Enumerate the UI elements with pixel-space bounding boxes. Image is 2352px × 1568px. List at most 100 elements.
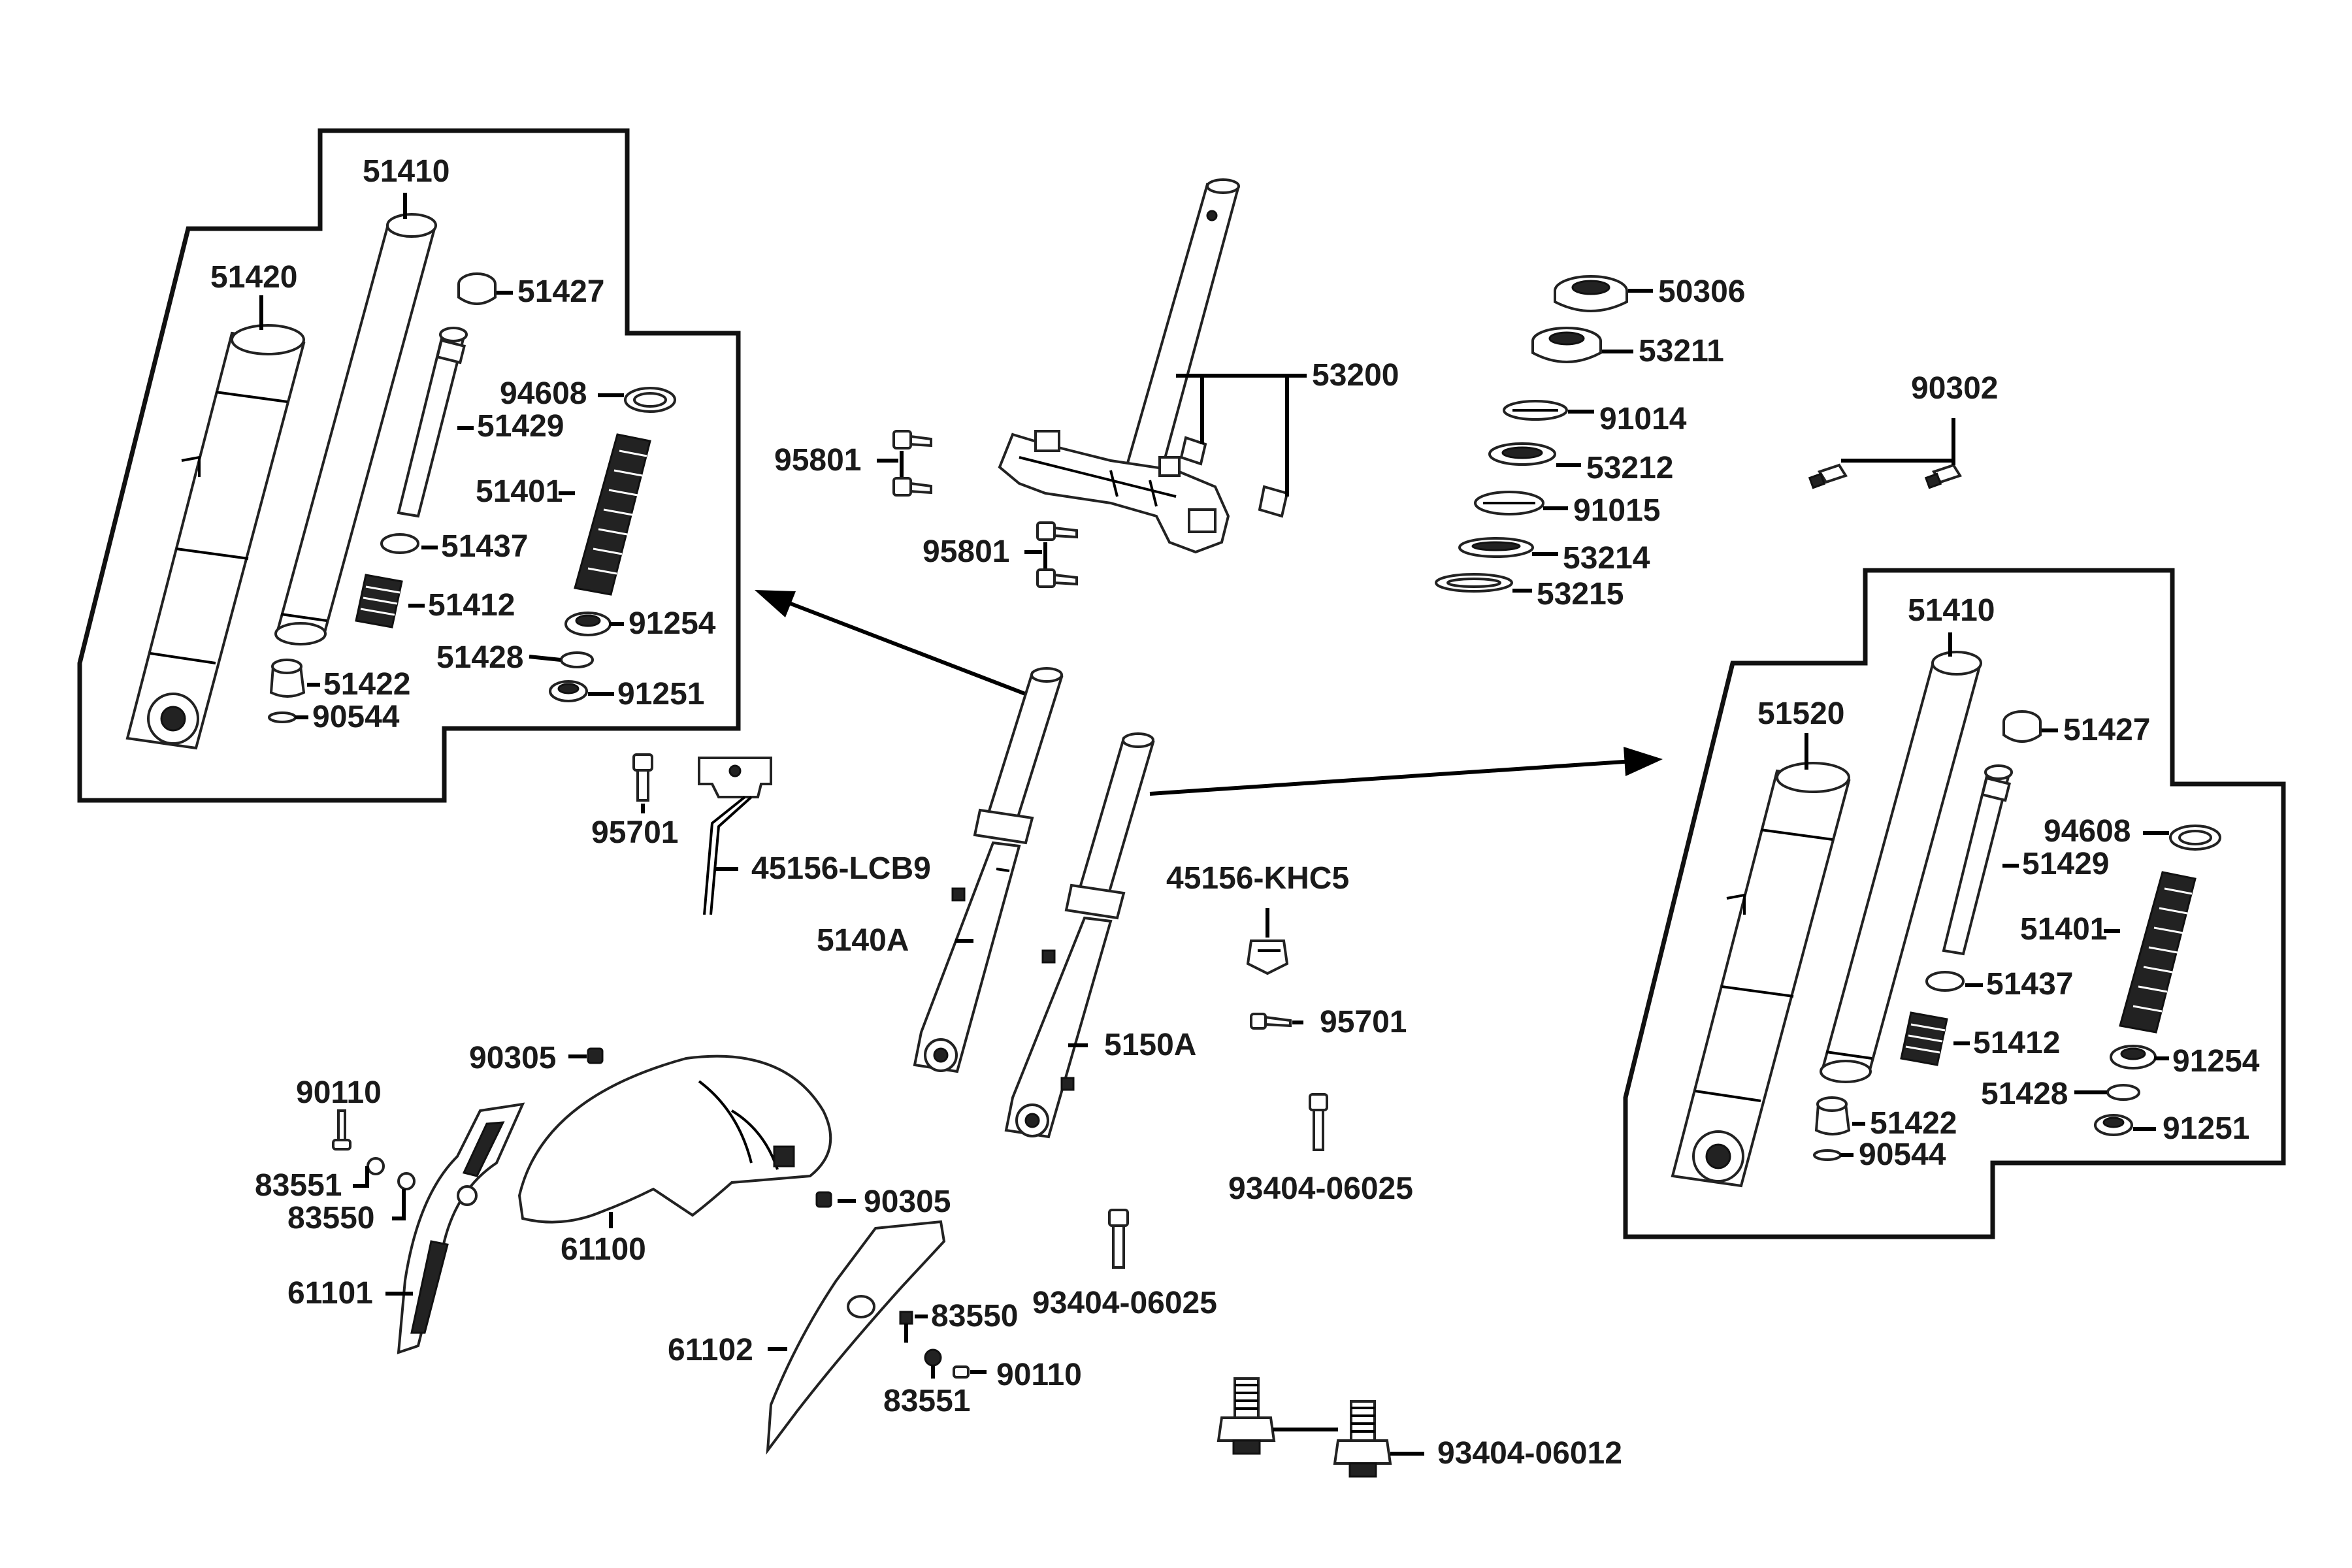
- part-91015-ball-race: [1474, 491, 1544, 515]
- label-93404-06025-upper: 93404-06025: [1228, 1171, 1413, 1206]
- part-95701-bolt-lower: [1250, 1013, 1303, 1030]
- part-53212-cone-race: [1488, 442, 1556, 466]
- label-5140a: 5140A: [817, 923, 909, 958]
- label-51401-right: 51401: [2020, 912, 2107, 947]
- label-91251-right: 91251: [2163, 1111, 2249, 1146]
- part-51437-washer: [380, 533, 419, 554]
- part-90110-screw-left: [332, 1109, 351, 1151]
- part-83550-nut-right: [899, 1311, 928, 1343]
- label-90544-right: 90544: [1859, 1137, 1946, 1172]
- callout-arrows: [755, 590, 1663, 796]
- left-box-outline: [77, 128, 741, 803]
- part-93404-06025-bolt-upper: [1309, 1093, 1328, 1151]
- label-45156-lcb9: 45156-LCB9: [751, 851, 931, 886]
- label-51437-right: 51437: [1986, 967, 2073, 1002]
- label-95701-upper: 95701: [591, 815, 678, 850]
- part-51437-washer-right: [1925, 971, 1965, 992]
- part-61101-side-cover-left: [385, 1102, 525, 1354]
- part-51412-spring: [355, 574, 403, 629]
- label-51412-left: 51412: [428, 588, 515, 623]
- label-53200: 53200: [1312, 358, 1399, 393]
- part-51422-lock-piece: [269, 659, 306, 698]
- label-51412-right: 51412: [1973, 1026, 2060, 1060]
- part-45156-khc5-clip: [1246, 908, 1289, 975]
- label-51427-left: 51427: [517, 274, 604, 309]
- label-83550-right: 83550: [931, 1299, 1018, 1333]
- part-53214-race: [1458, 537, 1534, 558]
- label-51410-left: 51410: [363, 154, 449, 189]
- label-51429-right: 51429: [2022, 847, 2109, 881]
- part-93404-06012-bolts: [1217, 1377, 1424, 1478]
- part-51520-fork-slider: [1671, 762, 1851, 1188]
- part-90544-ring-right: [1813, 1149, 1842, 1161]
- label-53211: 53211: [1639, 334, 1724, 368]
- part-61100-front-fender: [517, 1054, 832, 1228]
- bolt-06012-right: [1333, 1400, 1392, 1478]
- part-53211-adjust-nut: [1531, 327, 1602, 363]
- right-fork-detail-box: 51410 51520 51427 94608 51429 51401 5143…: [1623, 568, 2286, 1239]
- part-51420-fork-slider: [125, 324, 306, 750]
- label-5150a: 5150A: [1104, 1028, 1196, 1062]
- part-51427-cap: [457, 272, 497, 305]
- part-91014-ball-race: [1503, 400, 1568, 421]
- label-51427-right: 51427: [2063, 713, 2150, 747]
- left-box-leaders: [259, 193, 624, 719]
- label-90302: 90302: [1911, 371, 1998, 406]
- label-91014: 91014: [1599, 402, 1687, 436]
- part-51428-clip-right: [2106, 1084, 2140, 1101]
- part-90302-bolts: 90302: [1808, 371, 1998, 489]
- label-83551-right: 83551: [883, 1384, 970, 1418]
- part-51410-inner-tube: [274, 213, 437, 645]
- part-90305-bolt-upper: [568, 1047, 604, 1064]
- part-5150a-right-fork-assembly: [1004, 732, 1155, 1139]
- label-51520: 51520: [1757, 696, 1844, 731]
- part-50306-lock-nut: [1554, 275, 1628, 312]
- part-51422-lock-piece-right: [1814, 1096, 1851, 1135]
- arrowhead-left: [755, 590, 796, 617]
- part-51429-damper-rod: [397, 327, 468, 518]
- label-51429-left: 51429: [477, 409, 564, 444]
- left-fork-detail-box: 51410 51420 51427 94608 51429 51401 5143…: [77, 128, 741, 803]
- part-95801-pinch-bolts-upper: [892, 430, 932, 497]
- part-53215-race: [1435, 573, 1513, 593]
- label-51428-left: 51428: [436, 640, 523, 675]
- part-91254-seal: [564, 612, 612, 636]
- label-95701-lower: 95701: [1320, 1005, 1407, 1039]
- label-91254-right: 91254: [2172, 1044, 2260, 1079]
- part-83551-clip-left: [353, 1157, 385, 1188]
- label-51420: 51420: [210, 260, 297, 295]
- label-90110-right: 90110: [996, 1358, 1082, 1392]
- part-53200-steering-stem: [998, 178, 1289, 554]
- part-51429-damper-rod-right: [1942, 764, 2013, 956]
- head-bearing-stack: 50306 53211 91014 53212 91015 53214 5321…: [1435, 274, 1745, 612]
- part-61102-side-cover-right: [766, 1220, 946, 1455]
- part-91254-seal-right: [2110, 1045, 2157, 1070]
- part-95801-pinch-bolts-lower: [1036, 521, 1078, 588]
- label-90110-left: 90110: [296, 1075, 382, 1110]
- label-51410-right: 51410: [1908, 593, 1995, 628]
- label-90305-lower: 90305: [864, 1184, 951, 1219]
- part-90110-screw-right: [953, 1365, 987, 1379]
- bearing-leaders: [1512, 289, 1653, 593]
- label-51428-right: 51428: [1981, 1077, 2068, 1111]
- label-94608-left: 94608: [500, 376, 587, 411]
- right-box-outline: [1623, 568, 2286, 1239]
- part-45156-lcb9-bracket: [698, 757, 772, 915]
- part-51401-dust-boot-right: [2119, 871, 2197, 1034]
- arrow-to-left-box: [783, 599, 1040, 701]
- label-61100: 61100: [561, 1232, 646, 1267]
- label-95801-upper: 95801: [774, 443, 861, 478]
- label-91254-left: 91254: [629, 606, 716, 641]
- label-95801-lower: 95801: [923, 534, 1009, 569]
- label-53215: 53215: [1537, 577, 1624, 612]
- label-83550-left: 83550: [287, 1201, 374, 1235]
- label-61102: 61102: [668, 1333, 753, 1367]
- part-51410-inner-tube-right: [1820, 651, 1982, 1083]
- label-51422-right: 51422: [1870, 1106, 1957, 1141]
- label-93404-06025-lower: 93404-06025: [1032, 1286, 1217, 1320]
- part-90544-ring: [268, 711, 297, 723]
- part-91251-dust-seal: [549, 680, 588, 702]
- bolt-06012-left: [1217, 1377, 1276, 1455]
